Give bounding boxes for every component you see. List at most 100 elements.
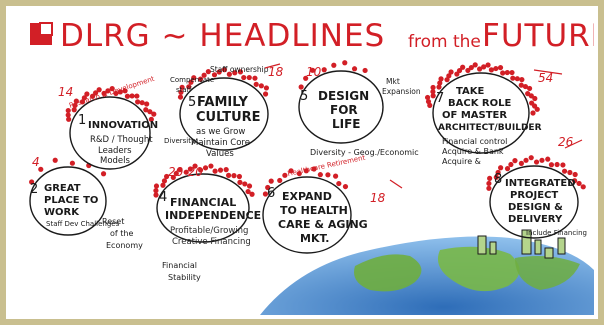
vote-dot — [448, 69, 454, 75]
svg-text:R&D / Thought: R&D / Thought — [90, 135, 153, 145]
vote-dot — [495, 169, 501, 176]
svg-text:LIFE: LIFE — [332, 117, 361, 131]
vote-dot — [124, 93, 131, 99]
vote-dot — [246, 74, 252, 81]
svg-text:GREAT: GREAT — [44, 183, 81, 194]
vote-dot — [147, 109, 153, 115]
vote-dot — [96, 87, 102, 93]
svg-text:Financial control: Financial control — [442, 137, 507, 146]
vote-dot — [331, 62, 337, 68]
vote-dot — [425, 98, 432, 105]
vote-dot — [71, 107, 77, 113]
topic-3-number: 5 — [188, 95, 196, 110]
vote-dot — [52, 157, 58, 163]
vote-dot — [514, 76, 520, 82]
vote-dot — [148, 116, 154, 122]
vote-dot — [504, 69, 510, 76]
vote-dot — [249, 191, 255, 197]
vote-dot — [188, 79, 194, 85]
vote-dot — [265, 184, 271, 191]
vote-dot — [332, 173, 339, 179]
vote-dot — [493, 65, 499, 72]
svg-text:Diversity: Diversity — [164, 137, 195, 145]
vote-dot — [468, 64, 474, 71]
vote-dot — [311, 166, 317, 172]
svg-text:EXPAND: EXPAND — [282, 190, 332, 203]
vote-dot — [518, 82, 524, 88]
svg-text:Mkt: Mkt — [386, 77, 400, 86]
svg-text:CARE & AGING: CARE & AGING — [278, 218, 368, 231]
svg-text:DESIGN: DESIGN — [318, 89, 369, 103]
svg-text:Reset: Reset — [102, 217, 124, 226]
vote-dot — [268, 178, 274, 184]
svg-text:CULTURE: CULTURE — [196, 110, 261, 125]
vote-dot — [84, 91, 90, 97]
topic-3-score: 18 — [268, 65, 284, 79]
svg-text:INTEGRATED: INTEGRATED — [505, 178, 576, 189]
vote-dot — [262, 91, 269, 97]
svg-text:Diversity - Geog./Economic: Diversity - Geog./Economic — [310, 148, 419, 157]
vote-dot — [351, 66, 358, 72]
vote-dot — [282, 172, 288, 178]
vote-dot — [153, 192, 159, 198]
whiteboard: DLRG ~ HEADLINES from the FUTURE 1 — [10, 10, 594, 315]
vote-dot — [460, 64, 466, 70]
vote-dot — [510, 75, 516, 81]
vote-dot — [534, 106, 540, 112]
vote-dot — [65, 112, 71, 118]
vote-dot — [263, 85, 270, 91]
vote-dot — [523, 157, 529, 163]
vote-dot — [424, 94, 431, 101]
topic-1-score: 14 — [58, 85, 73, 99]
vote-dot — [93, 90, 99, 96]
vote-dot — [298, 84, 304, 90]
vote-dot — [288, 168, 294, 174]
vote-dot — [430, 93, 436, 99]
vote-dot — [560, 162, 566, 168]
vote-dot — [208, 163, 214, 169]
svg-text:Expansion: Expansion — [382, 87, 421, 96]
vote-dot — [446, 73, 452, 79]
svg-text:as we Grow: as we Grow — [196, 127, 245, 137]
topic-8-number: 8 — [494, 172, 502, 187]
vote-dot — [223, 167, 229, 173]
vote-dot — [539, 157, 545, 163]
vote-dot — [252, 75, 258, 81]
vote-dot — [151, 111, 157, 117]
svg-text:Acquire &: Acquire & — [442, 157, 481, 166]
svg-text:Values: Values — [206, 149, 234, 159]
vote-dot — [221, 67, 228, 73]
vote-dot — [179, 84, 185, 90]
vote-dot — [69, 160, 75, 166]
vote-dot — [212, 168, 218, 174]
vote-dot — [245, 188, 251, 195]
vote-dot — [530, 110, 536, 116]
vote-dot — [518, 160, 525, 167]
vote-dot — [493, 174, 499, 180]
side-notes: Staff ownership Compensate staff Diversi… — [102, 65, 421, 282]
topic-8-text: INTEGRATED PROJECT DESIGN & DELIVERY Inc… — [505, 178, 587, 237]
topic-3-text: FAMILY CULTURE as we Grow Maintain Core … — [191, 95, 261, 159]
svg-text:TAKE: TAKE — [456, 86, 485, 97]
vote-dots — [29, 60, 586, 198]
topic-6-number: 6 — [267, 186, 275, 201]
vote-dot — [153, 188, 159, 194]
drawing: DLRG ~ HEADLINES from the FUTURE 1 — [29, 18, 594, 315]
svg-text:Compensate: Compensate — [170, 76, 214, 84]
svg-text:of the: of the — [110, 229, 133, 238]
topic-8-score: 26 — [558, 135, 574, 149]
vote-dot — [508, 161, 514, 168]
vote-dot — [79, 99, 85, 105]
vote-dot — [237, 69, 244, 75]
svg-text:Profitable/Growing: Profitable/Growing — [170, 226, 248, 236]
vote-dot — [509, 69, 515, 76]
topic-7-number: 7 — [436, 91, 444, 106]
vote-dot — [362, 67, 368, 74]
vote-dot — [201, 72, 207, 78]
svg-text:WORK: WORK — [44, 207, 80, 218]
title-from: from the — [408, 32, 481, 52]
svg-text:Acquire & Bank: Acquire & Bank — [442, 147, 504, 156]
topic-4-score: 20-20 — [168, 165, 203, 179]
vote-dot — [533, 159, 540, 165]
